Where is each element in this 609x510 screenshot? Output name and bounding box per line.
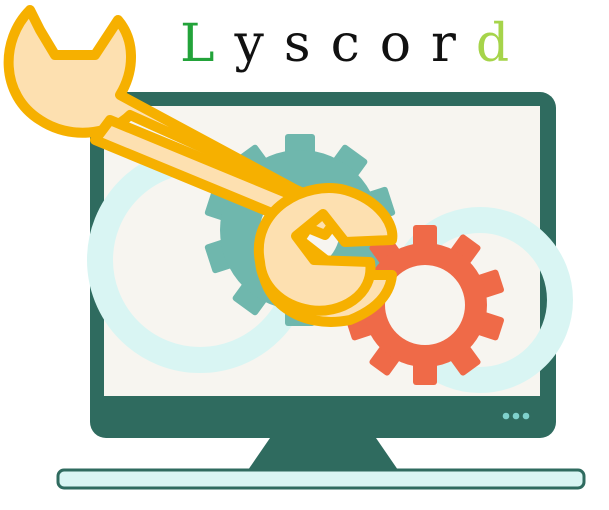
- brand-letter: c: [330, 14, 380, 74]
- brand-letter: s: [283, 14, 331, 74]
- wrench-icon: [3, 5, 398, 327]
- brand-letter: r: [431, 14, 476, 74]
- brand-wordmark: L y s c o r d: [180, 14, 510, 74]
- brand-letter: y: [234, 14, 284, 74]
- brand-letter: o: [379, 14, 432, 74]
- brand-letter: d: [475, 14, 530, 74]
- red-gear-icon: [345, 225, 505, 385]
- brand-letter: L: [180, 14, 235, 74]
